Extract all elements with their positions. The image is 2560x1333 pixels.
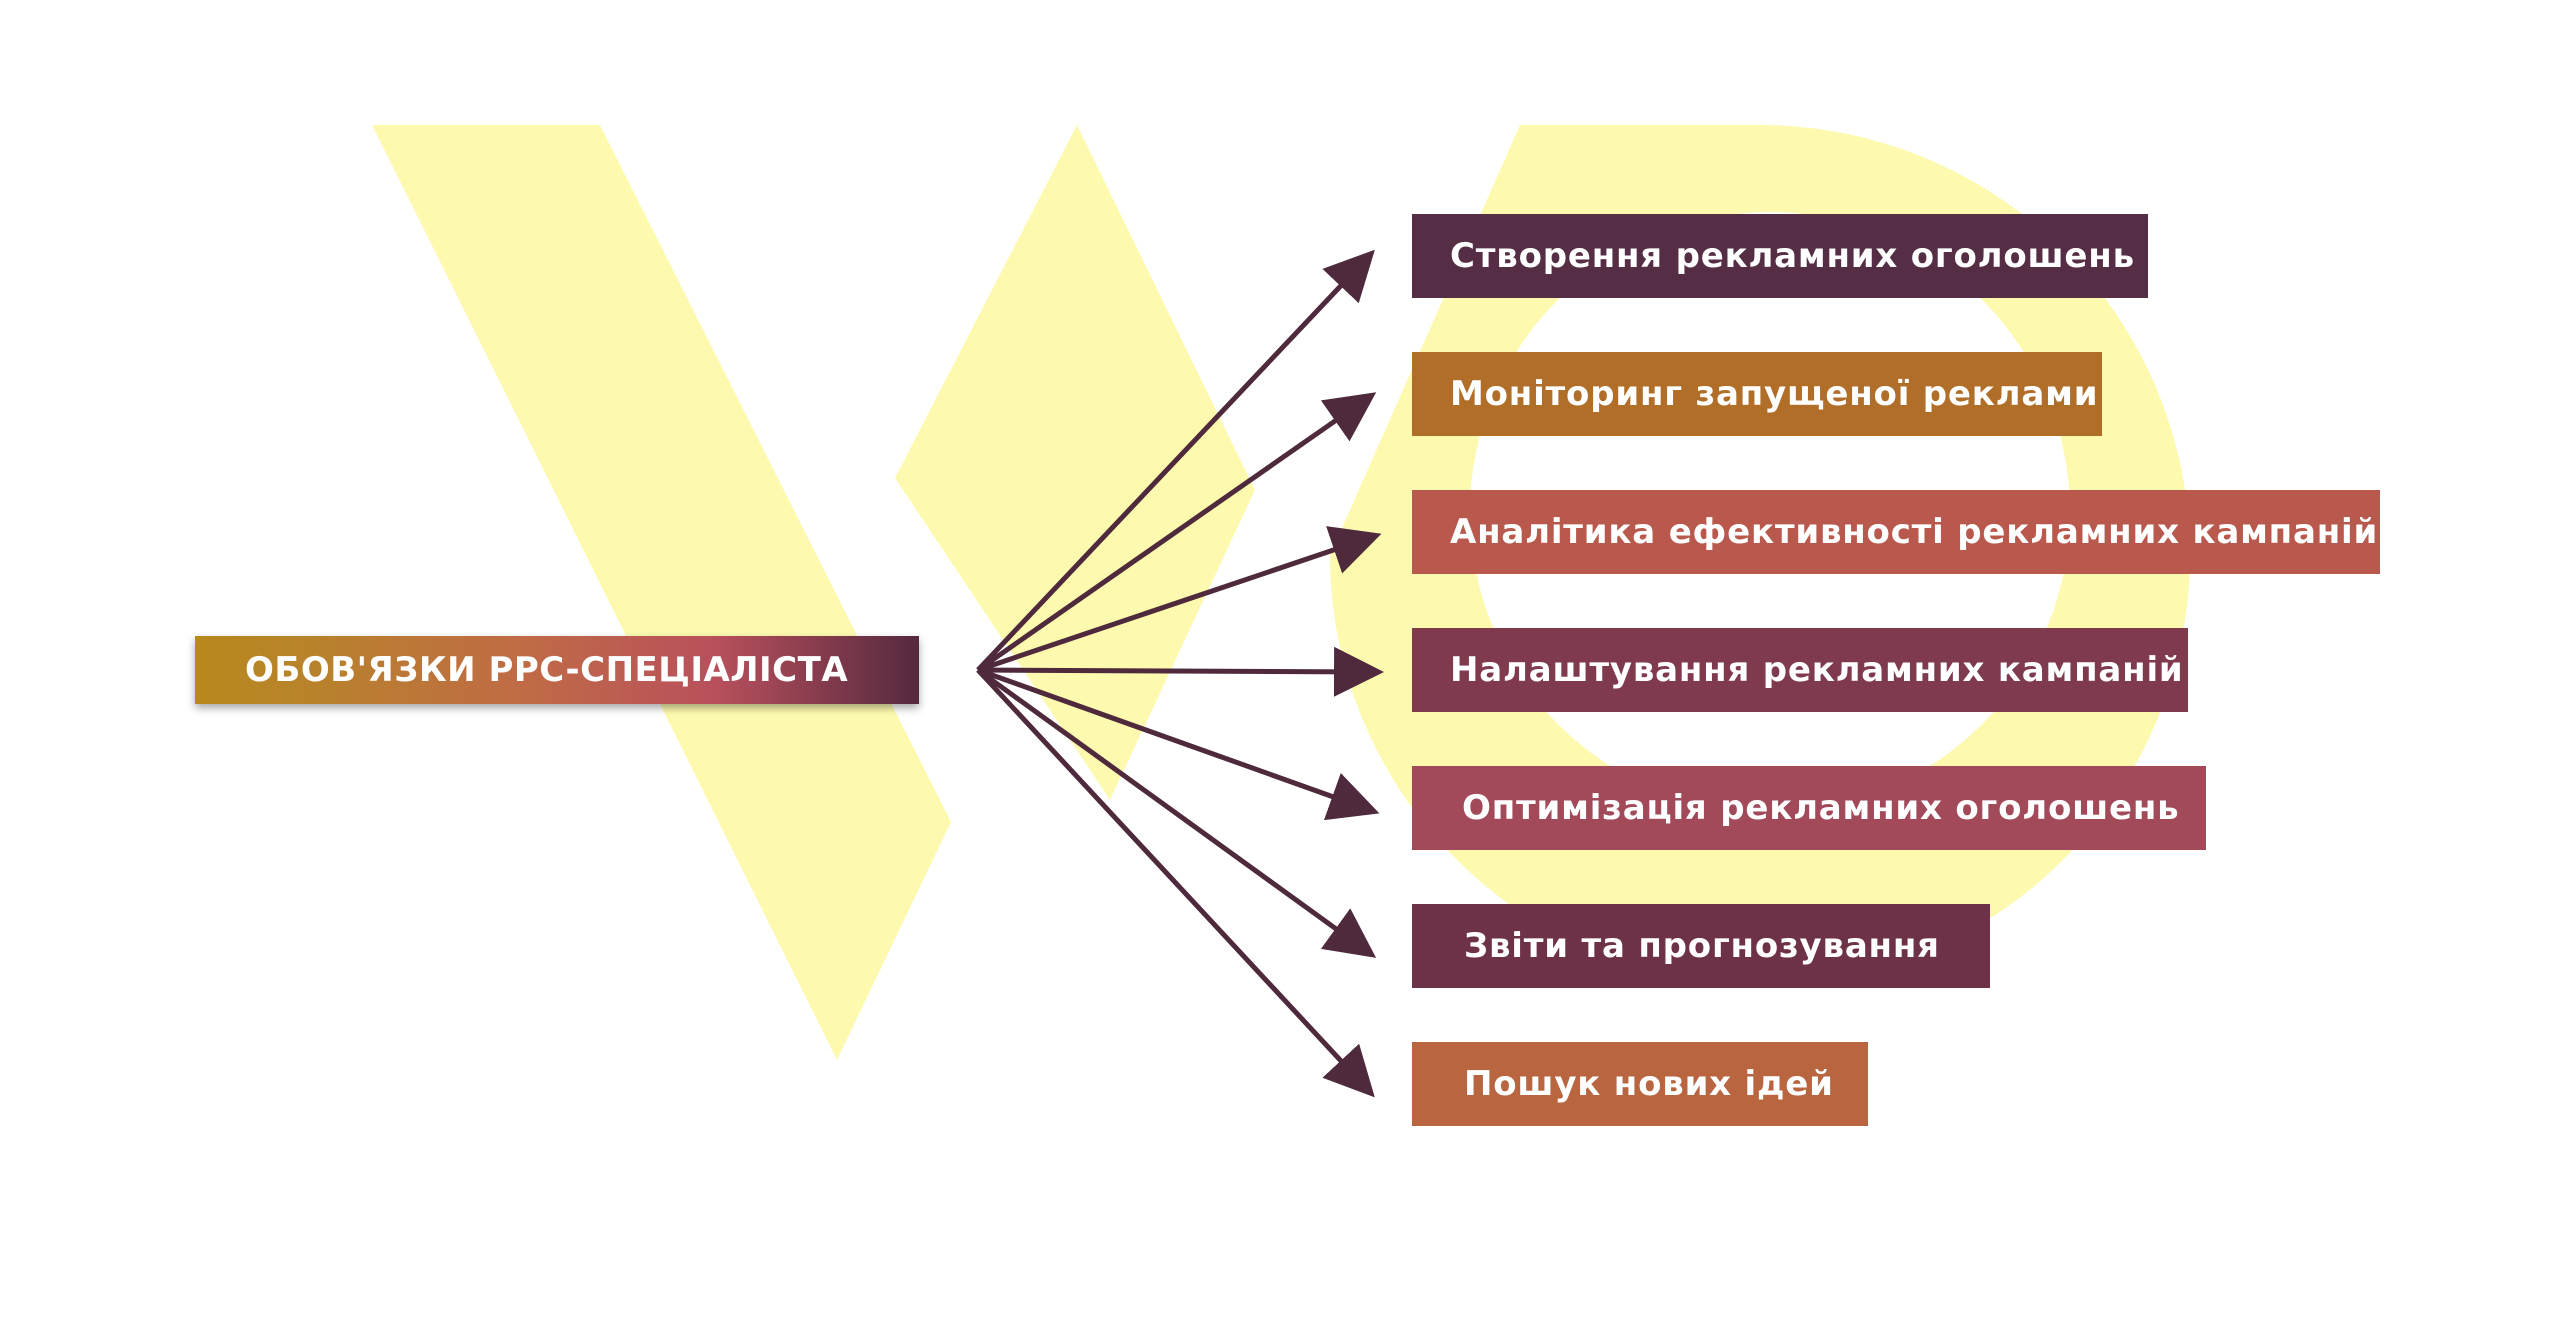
duty-setup-campaigns: Налаштування рекламних кампаній	[1412, 628, 2188, 712]
duty-label: Оптимізація рекламних оголошень	[1462, 788, 2180, 828]
duty-label: Створення рекламних оголошень	[1450, 236, 2135, 276]
main-topic-label: ОБОВ'ЯЗКИ PPC-СПЕЦІАЛІСТА	[245, 650, 849, 690]
duty-reports-forecasts: Звіти та прогнозування	[1412, 904, 1990, 988]
duty-label: Моніторинг запущеної реклами	[1450, 374, 2099, 414]
watermark-middle-stroke	[895, 125, 1255, 800]
watermark-left-stroke	[372, 125, 951, 1060]
main-topic-box: ОБОВ'ЯЗКИ PPC-СПЕЦІАЛІСТА	[195, 636, 919, 704]
arrow-6	[976, 667, 1377, 958]
duty-label: Пошук нових ідей	[1464, 1064, 1834, 1104]
arrow-5	[977, 667, 1380, 821]
arrow-3	[977, 526, 1382, 673]
arrow-1	[976, 249, 1375, 672]
arrow-2	[976, 392, 1377, 673]
duty-new-ideas: Пошук нових ідей	[1412, 1042, 1868, 1126]
duty-analytics: Аналітика ефективності рекламних кампані…	[1412, 490, 2380, 574]
arrow-4	[977, 646, 1384, 697]
duty-monitor-ads: Моніторинг запущеної реклами	[1412, 352, 2102, 436]
duty-optimize-ads: Оптимізація рекламних оголошень	[1412, 766, 2206, 850]
duty-label: Звіти та прогнозування	[1464, 926, 1940, 966]
duty-create-ads: Створення рекламних оголошень	[1412, 214, 2148, 298]
duty-label: Аналітика ефективності рекламних кампані…	[1450, 512, 2379, 552]
arrow-7	[976, 668, 1375, 1098]
duty-label: Налаштування рекламних кампаній	[1450, 650, 2184, 690]
